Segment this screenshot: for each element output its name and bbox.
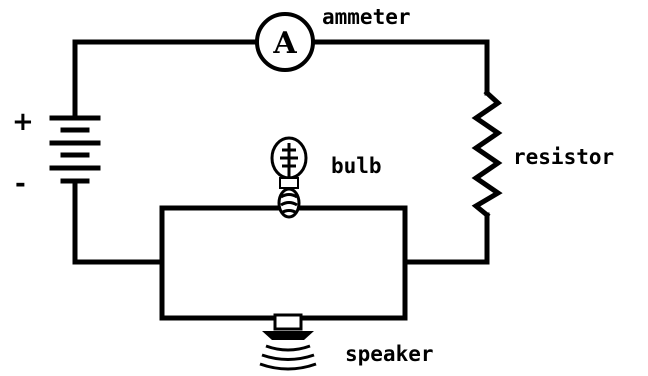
ammeter-symbol: A <box>272 26 297 61</box>
battery-positive-label: + <box>12 107 34 137</box>
parallel-branch <box>159 205 408 321</box>
resistor-label: resistor <box>513 145 614 169</box>
bulb: bulb <box>270 136 382 219</box>
ammeter: A ammeter <box>255 5 411 72</box>
battery-negative-label: - <box>15 169 26 199</box>
circuit-wires <box>72 39 490 265</box>
battery: + - <box>12 107 101 199</box>
speaker-label: speaker <box>345 342 434 366</box>
bulb-label: bulb <box>331 154 382 178</box>
speaker: speaker <box>259 313 434 371</box>
ammeter-label: ammeter <box>322 5 411 29</box>
resistor: resistor <box>471 89 614 219</box>
